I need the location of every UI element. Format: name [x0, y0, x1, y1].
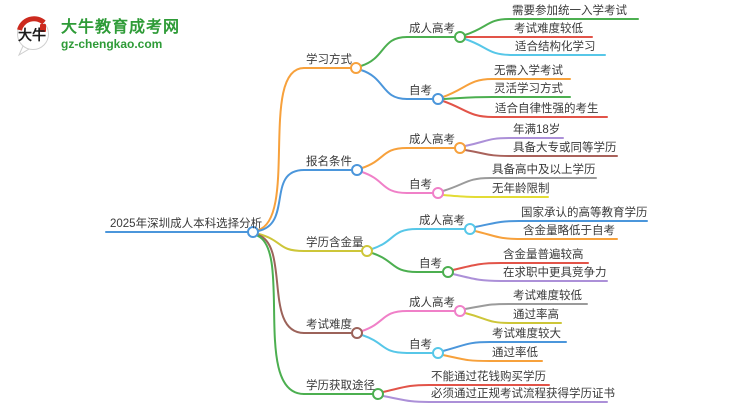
node-circle [454, 142, 466, 154]
site-name: 大牛教育成考网 [61, 19, 181, 36]
site-logo[interactable]: 大牛 大牛教育成考网 gz-chengkao.com [12, 12, 180, 58]
leaf-label: 需要参加统一入学考试 [512, 5, 627, 17]
leaf-label: 灵活学习方式 [494, 83, 563, 95]
leaf-label: 无需入学考试 [494, 65, 563, 77]
child-curve [361, 171, 408, 194]
node-circle [372, 388, 384, 400]
child-curve [361, 310, 408, 332]
leaf-label: 具备大专或同等学历 [513, 142, 617, 154]
leaf-curve [442, 354, 491, 362]
node-circle [454, 31, 466, 43]
leaf-curve [442, 194, 491, 198]
leaf-label: 考试难度较低 [513, 290, 582, 302]
node-self-exam-label: 自考 [409, 179, 432, 191]
leaf-label: 考试难度较低 [514, 23, 583, 35]
leaf-label: 国家承认的高等教育学历 [521, 207, 648, 219]
leaf-curve [464, 303, 512, 310]
leaf-curve [442, 78, 493, 98]
node-self-exam-label: 自考 [409, 339, 432, 351]
leaf-curve [464, 18, 511, 36]
leaf-label: 具备高中及以上学历 [492, 164, 596, 176]
leaf-label: 考试难度较大 [492, 328, 561, 340]
leaf-curve [464, 312, 512, 324]
node-self-exam-label: 自考 [419, 258, 442, 270]
node-adult-gaokao-label: 成人高考 [409, 297, 455, 309]
leaf-label: 通过率高 [513, 309, 559, 321]
branch-exam-difficulty-label: 考试难度 [306, 319, 352, 331]
leaf-curve [474, 230, 522, 240]
node-circle [454, 305, 466, 317]
leaf-label: 适合自律性强的考生 [495, 103, 599, 115]
leaf-label: 含金量普遍较高 [503, 249, 584, 261]
daniu-logo-icon: 大牛 [17, 16, 49, 57]
node-circle [350, 62, 362, 74]
child-curve [360, 36, 408, 67]
node-adult-gaokao-label: 成人高考 [419, 215, 465, 227]
leaf-curve [464, 137, 512, 147]
leaf-curve [452, 273, 502, 282]
child-curve [360, 69, 408, 100]
node-circle [432, 347, 444, 359]
node-circle [351, 164, 363, 176]
node-adult-gaokao-label: 成人高考 [409, 134, 455, 146]
node-circle [432, 187, 444, 199]
branch-curve [257, 67, 305, 231]
node-circle [247, 226, 259, 238]
node-self-exam-label: 自考 [409, 85, 432, 97]
root-node-label: 2025年深圳成人本科选择分析 [110, 218, 263, 230]
logo-glyph-text: 大牛 [18, 27, 46, 43]
site-url: gz-chengkao.com [61, 37, 163, 51]
logo-red-arc [17, 16, 46, 31]
leaf-curve [442, 341, 491, 352]
logo-text-block: 大牛教育成考网 gz-chengkao.com [61, 19, 180, 51]
branch-degree-acquisition-label: 学历获取途径 [306, 380, 375, 392]
branch-curve [257, 235, 305, 395]
leaf-label: 含金量略低于自考 [523, 225, 615, 237]
node-circle [442, 266, 454, 278]
leaf-curve [382, 384, 430, 393]
logo-seal [40, 24, 46, 32]
leaf-curve [474, 220, 520, 228]
branch-study-method-label: 学习方式 [306, 54, 352, 66]
leaf-curve [452, 262, 502, 271]
leaf-curve [442, 96, 493, 100]
child-curve [371, 228, 418, 250]
leaf-label: 年满18岁 [513, 124, 561, 136]
leaf-curve [464, 149, 512, 157]
leaf-label: 通过率低 [492, 347, 538, 359]
leaf-label: 适合结构化学习 [515, 41, 596, 53]
branch-curve [257, 234, 305, 334]
leaf-label: 无年龄限制 [492, 183, 550, 195]
node-circle [361, 245, 373, 257]
node-circle [432, 93, 444, 105]
leaf-curve [442, 100, 494, 118]
branch-degree-value-label: 学历含金量 [306, 237, 364, 249]
leaf-label: 不能通过花钱购买学历 [431, 371, 546, 383]
node-circle [351, 327, 363, 339]
branch-curve [257, 169, 305, 232]
child-curve [361, 334, 408, 354]
branch-curve [258, 233, 305, 252]
child-curve [371, 252, 418, 273]
node-circle [464, 223, 476, 235]
leaf-curve [442, 177, 491, 192]
child-curve [361, 147, 408, 169]
branch-enrollment-conditions-label: 报名条件 [306, 156, 352, 168]
leaf-curve [464, 38, 514, 56]
node-adult-gaokao-label: 成人高考 [409, 23, 455, 35]
leaf-label: 在求职中更具竞争力 [503, 267, 607, 279]
leaf-label: 必须通过正规考试流程获得学历证书 [431, 388, 615, 400]
leaf-curve [382, 395, 430, 403]
